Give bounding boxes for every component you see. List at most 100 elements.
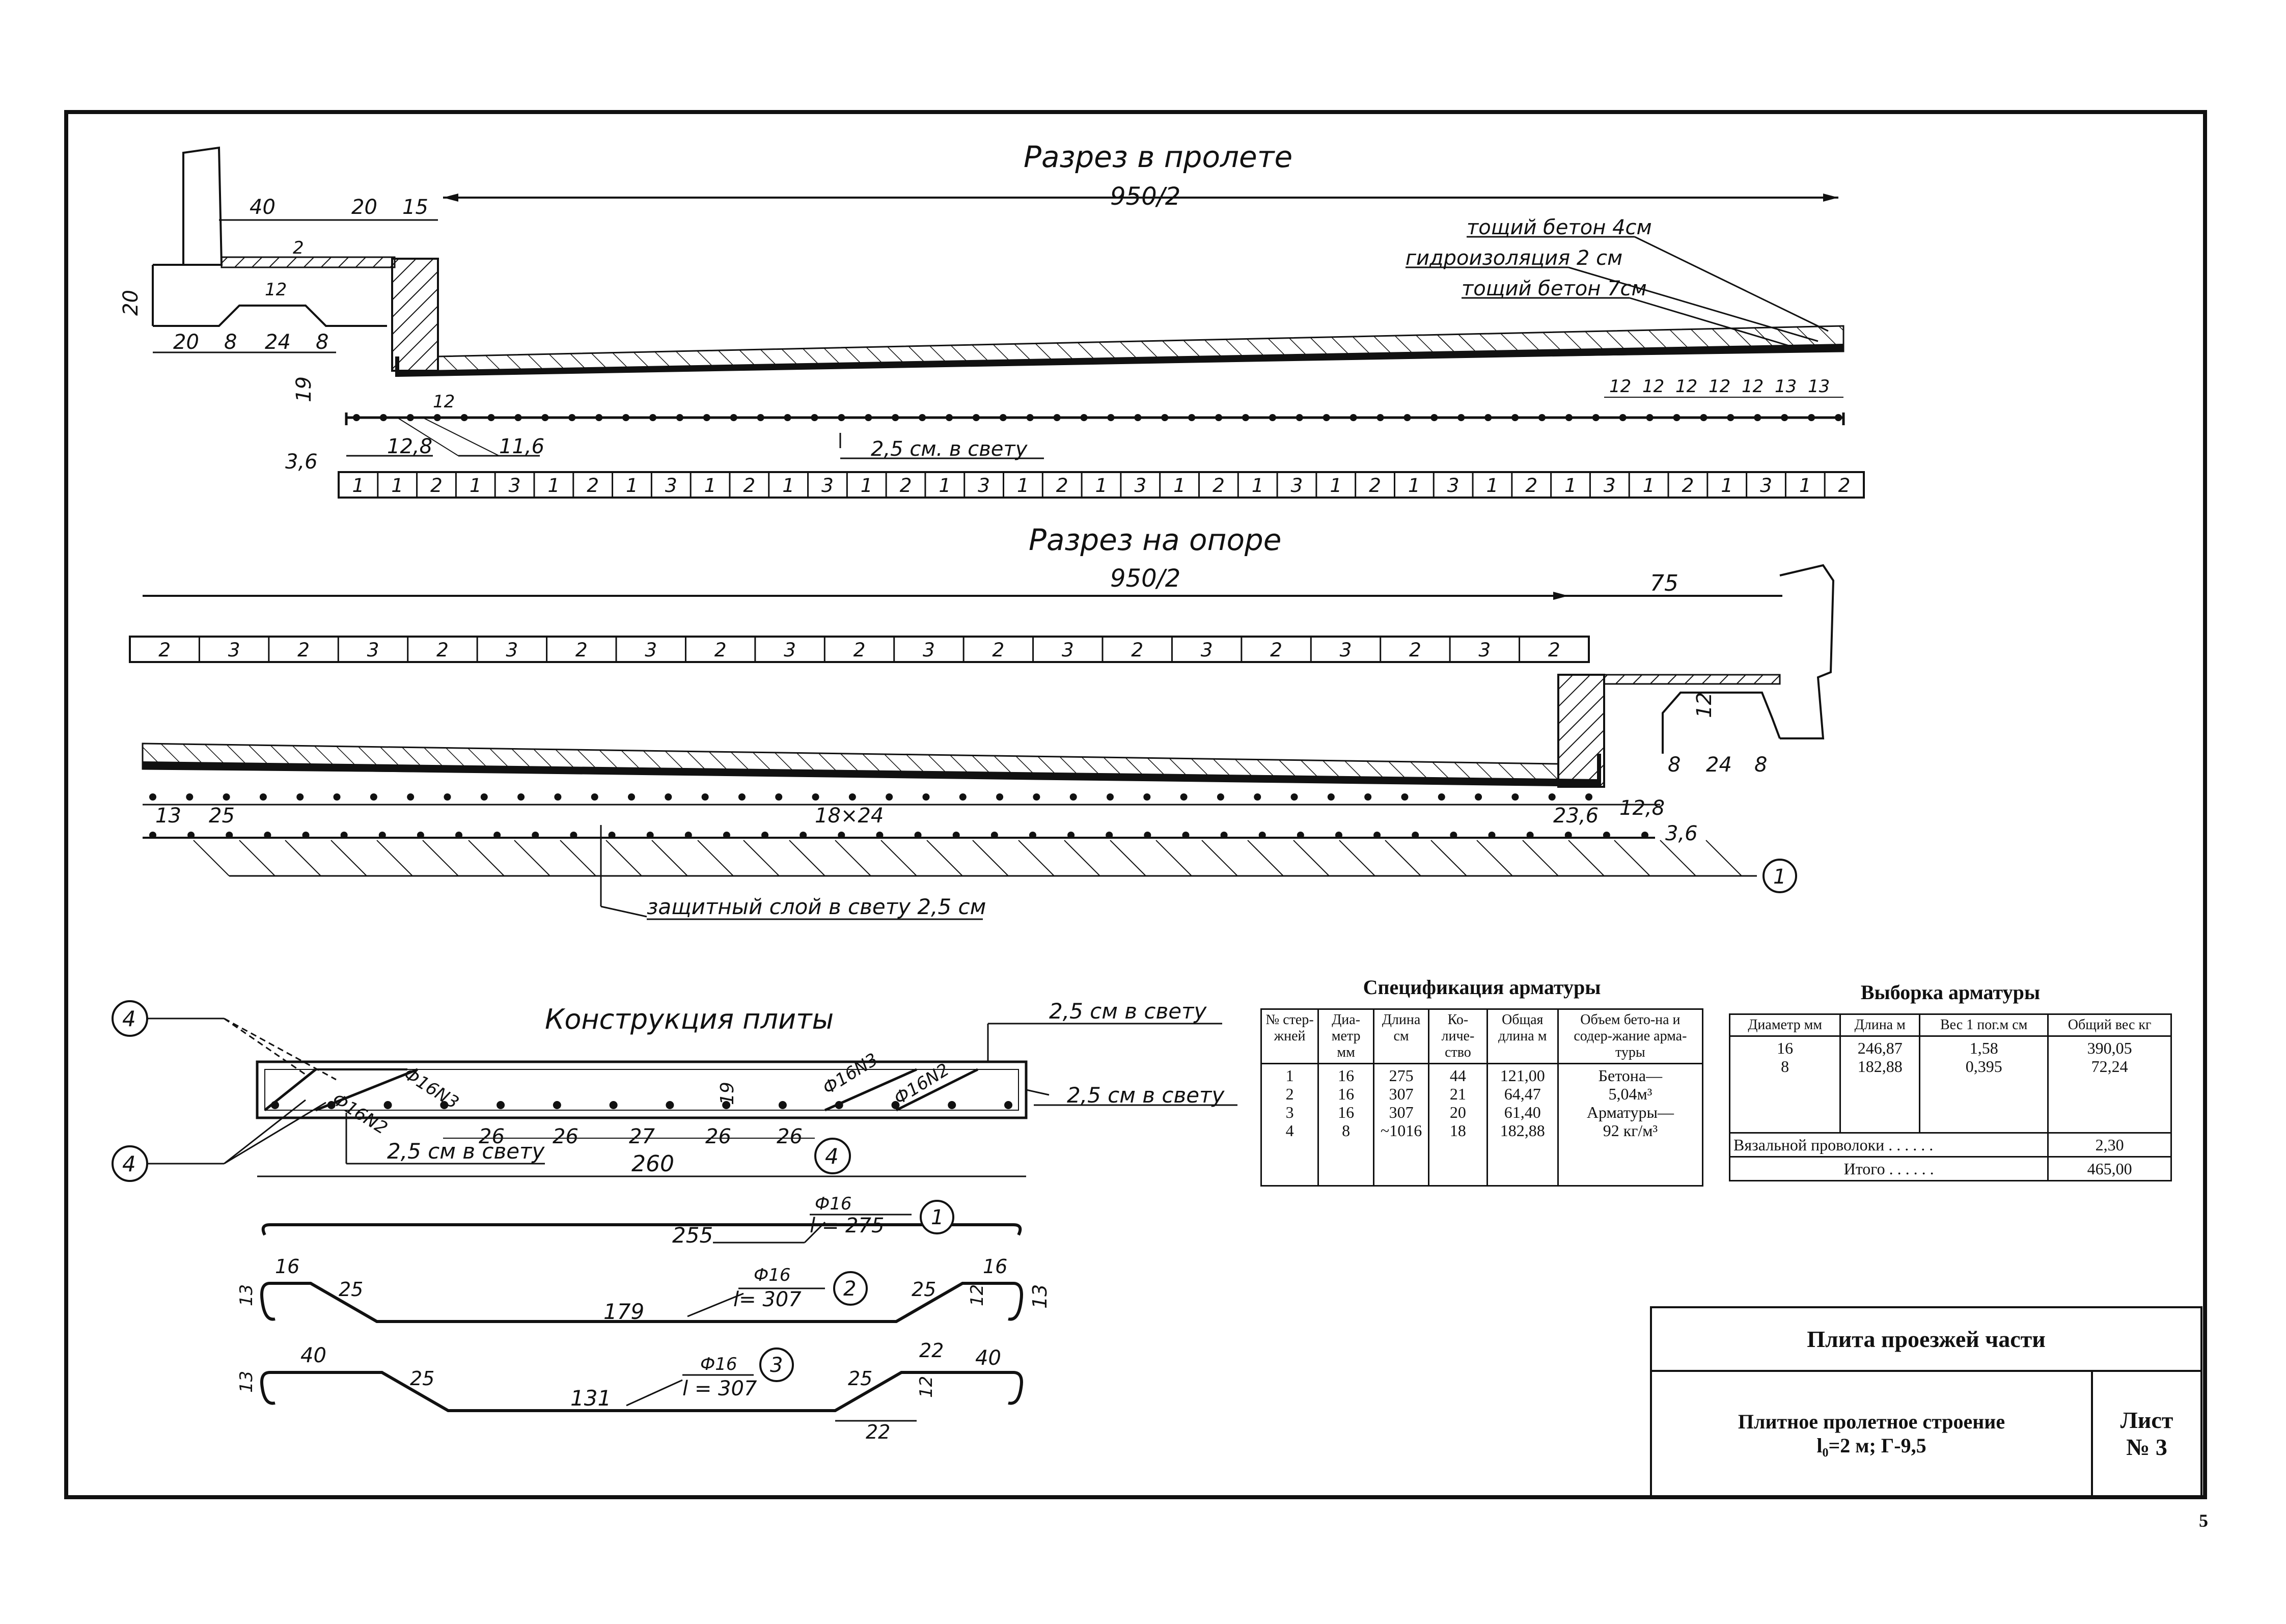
svg-text:Ф16: Ф16 (700, 1354, 737, 1374)
rebar-dot (1188, 414, 1196, 421)
select-table-title: Выборка арматуры (1860, 981, 2041, 1004)
support-bar-cell: 2 (714, 639, 727, 661)
span-bar-cell: 1 (1486, 474, 1499, 497)
rebar-dot (296, 793, 304, 801)
svg-text:Ф16N2: Ф16N2 (891, 1059, 953, 1109)
rebar-dot (1215, 414, 1223, 421)
support-bar-cell: 3 (228, 639, 240, 661)
span-bar-cell: 2 (1369, 474, 1381, 497)
page-number: 5 (2199, 1510, 2208, 1531)
span-bar-cell: 1 (1564, 474, 1577, 497)
plate-title: Конструкция плиты (545, 1003, 834, 1035)
stamp-title: Плита проезжей части (1650, 1306, 2202, 1372)
svg-text:8: 8 (1668, 753, 1681, 777)
rebar-dot (271, 1101, 279, 1109)
rebar-dot (666, 1101, 674, 1109)
span-spacing-label: 12 (1742, 376, 1764, 397)
svg-text:12,8: 12,8 (387, 435, 432, 458)
rebar-dot (407, 793, 415, 801)
rebar-dot (1376, 414, 1384, 421)
spec-table: Спецификация арматуры № стер-жней Диа-ме… (1260, 975, 1704, 1187)
svg-text:25: 25 (410, 1367, 434, 1390)
span-bar-cell: 2 (900, 474, 912, 497)
select-table: Выборка арматуры Диаметр мм Длина м Вес … (1728, 980, 2172, 1181)
svg-text:12: 12 (265, 280, 287, 300)
svg-text:12: 12 (916, 1376, 937, 1398)
rebar-dot (972, 414, 980, 421)
svg-text:25: 25 (848, 1367, 872, 1390)
span-bar-cell: 1 (1721, 474, 1733, 497)
rebar-dot (922, 793, 930, 801)
support-bar-cell: 3 (1062, 639, 1074, 661)
plate-spacing-label: 26 (479, 1125, 505, 1148)
rebar-dot (568, 414, 576, 421)
svg-text:22: 22 (866, 1421, 890, 1443)
rebar-dot (440, 1101, 449, 1109)
rebar-dot (327, 1101, 336, 1109)
span-bar-cell: 1 (782, 474, 794, 497)
svg-text:l= 307: l= 307 (733, 1288, 802, 1311)
span-spacing-label: 13 (1775, 376, 1797, 397)
section-span: Разрез в пролете 950/2 тощий бетон 4см г… (119, 140, 1865, 499)
svg-text:40: 40 (975, 1346, 1001, 1370)
rebar-dot (1565, 414, 1573, 421)
bar-2: 16 25 179 25 16 13 12 13 Ф16 l= 307 2 (236, 1255, 1051, 1324)
svg-text:8: 8 (1754, 753, 1767, 777)
support-dim-right: 75 (1650, 570, 1678, 596)
rebar-dot (778, 1101, 787, 1109)
rebar-dot (1107, 793, 1114, 801)
span-bar-cell: 1 (1330, 474, 1342, 497)
plate-side-cover: 2,5 см в свету (1067, 1083, 1225, 1108)
layer-label-2: гидроизоляция 2 см (1406, 246, 1622, 270)
span-spacing-label: 12 (1609, 376, 1631, 397)
support-bar-cell: 3 (784, 639, 796, 661)
rebar-dot (1134, 414, 1142, 421)
spec-table-title: Спецификация арматуры (1363, 976, 1601, 999)
rebar-dot (406, 414, 414, 421)
svg-text:40: 40 (300, 1344, 326, 1367)
curb-block (391, 258, 439, 372)
span-bar-cell: 1 (1799, 474, 1811, 497)
support-bar-cell: 3 (1478, 639, 1491, 661)
section-span-title: Разрез в пролете (1024, 140, 1292, 174)
svg-text:19: 19 (292, 376, 316, 402)
rebar-dot (835, 1101, 843, 1109)
svg-text:16: 16 (983, 1255, 1007, 1278)
rebar-dot (1053, 414, 1061, 421)
rebar-dot (775, 793, 783, 801)
rebar-dot (554, 793, 562, 801)
span-bar-cell: 1 (1643, 474, 1655, 497)
span-bar-cell: 1 (1173, 474, 1186, 497)
svg-text:2: 2 (843, 1277, 856, 1301)
span-bar-cell: 2 (1525, 474, 1537, 497)
plate-spacing-label: 26 (777, 1125, 803, 1148)
svg-text:1: 1 (931, 1206, 944, 1229)
rebar-dot (703, 414, 710, 421)
rebar-dot (959, 793, 967, 801)
span-bar-cell: 3 (509, 474, 521, 497)
total-label: Итого . . . . . . (1728, 1156, 2049, 1181)
section-support-title: Разрез на опоре (1029, 522, 1281, 557)
support-bar-cell: 3 (645, 639, 657, 661)
rebar-dot (1349, 414, 1357, 421)
rebar-dot (1033, 793, 1040, 801)
stamp-subtitle: Плитное пролетное строение l₀=2 м; Г-9,5 (1650, 1370, 2093, 1497)
svg-text:1: 1 (1773, 865, 1786, 889)
rebar-dot (701, 793, 709, 801)
rebar-dots-span (353, 414, 1842, 421)
svg-text:20: 20 (351, 196, 377, 219)
callout-4-mid (814, 1138, 851, 1174)
svg-text:Ф16N2: Ф16N2 (328, 1089, 391, 1139)
svg-text:4: 4 (122, 1151, 136, 1176)
svg-text:Ф16: Ф16 (754, 1265, 791, 1285)
rebar-dot (865, 414, 872, 421)
support-bar-cell: 2 (575, 639, 588, 661)
rebar-dot (1808, 414, 1815, 421)
rebar-dot (1538, 414, 1546, 421)
svg-text:22: 22 (919, 1339, 944, 1362)
